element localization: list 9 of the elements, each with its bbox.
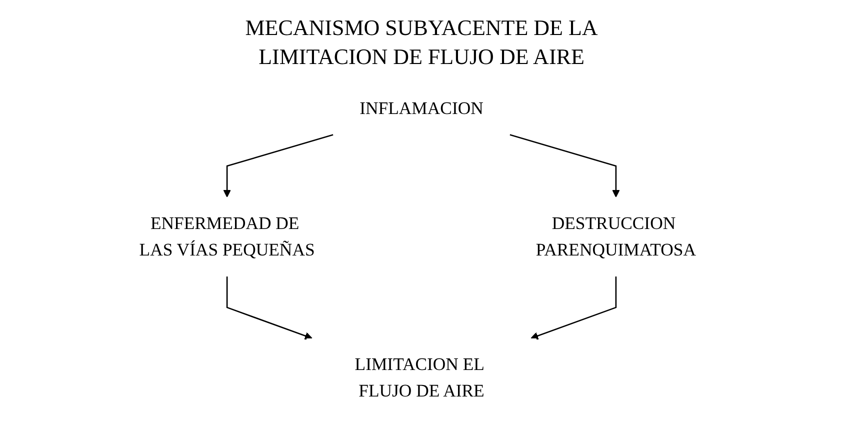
diagram-title: MECANISMO SUBYACENTE DE LA LIMITACION DE FLUJO DE AIRE (244, 14, 599, 71)
arrow (226, 276, 312, 340)
node-text: ENFERMEDAD DE LAS VÍAS PEQUEÑAS (139, 214, 315, 260)
arrow (223, 134, 334, 198)
node-text: INFLAMACION (360, 99, 484, 118)
node-text: DESTRUCCION PARENQUIMATOSA (536, 214, 696, 260)
arrow (530, 276, 617, 340)
node-text: LIMITACION EL FLUJO DE AIRE (354, 355, 484, 402)
arrow (510, 134, 620, 198)
